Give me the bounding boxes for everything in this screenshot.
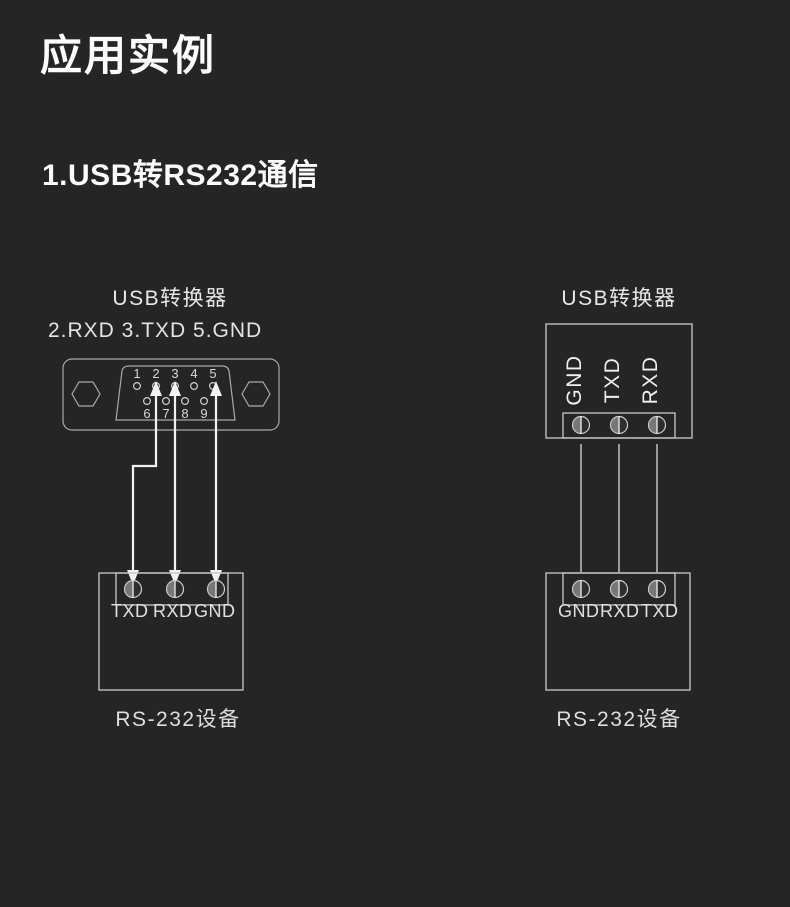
terminal-screw-icon [609,579,629,599]
right-rs232-device: GND RXD TXD [545,572,691,691]
wire-pin3-to-rxd [169,381,181,585]
db9-pin-number: 9 [200,406,207,421]
terminal-screw-icon [571,415,591,435]
db9-right-standoff-icon [241,381,271,407]
right-device-caption: RS-232设备 [556,708,681,731]
right-device-terminal-label: RXD [600,601,640,621]
left-diagram-group: USB转换器 2.RXD 3.TXD 5.GND 1 2 3 4 5 [48,287,280,731]
wire-pin2-to-txd [127,381,162,585]
left-device-caption: RS-232设备 [115,708,240,731]
db9-pin-number: 4 [190,366,197,381]
right-diagram-group: USB转换器 GND TXD RXD [545,287,693,731]
right-usb-converter: GND TXD RXD [545,323,693,439]
left-converter-title: USB转换器 [112,287,227,310]
db9-left-standoff-icon [71,381,101,407]
wire-pin5-to-gnd [210,381,222,585]
terminal-screw-icon [571,579,591,599]
terminal-screw-icon [647,579,667,599]
terminal-screw-icon [609,415,629,435]
left-device-terminal-label: GND [194,601,236,621]
left-rs232-device: TXD RXD GND [98,572,244,691]
db9-pin-number: 5 [209,366,216,381]
left-device-terminal-label: RXD [153,601,193,621]
db9-pin-number: 7 [162,406,169,421]
right-converter-terminal-label: GND [563,354,586,405]
section-title: 1.USB转RS232通信 [42,159,319,192]
terminal-screw-icon [206,579,226,599]
db9-pin-number: 8 [181,406,188,421]
db9-pin-number: 6 [143,406,150,421]
db9-pin-number: 1 [133,366,140,381]
terminal-screw-icon [123,579,143,599]
page-title: 应用实例 [40,32,217,79]
right-device-terminal-label: TXD [641,601,679,621]
right-converter-terminal-label: TXD [601,357,624,404]
terminal-screw-icon [165,579,185,599]
left-pin-mapping-note: 2.RXD 3.TXD 5.GND [48,319,262,342]
right-device-terminal-label: GND [558,601,600,621]
db9-connector: 1 2 3 4 5 6 7 8 9 [62,358,280,431]
right-converter-title: USB转换器 [561,287,676,310]
left-device-terminal-label: TXD [111,601,149,621]
db9-pin-number: 2 [152,366,159,381]
terminal-screw-icon [647,415,667,435]
right-converter-terminal-label: RXD [639,356,662,405]
db9-pin-number: 3 [171,366,178,381]
